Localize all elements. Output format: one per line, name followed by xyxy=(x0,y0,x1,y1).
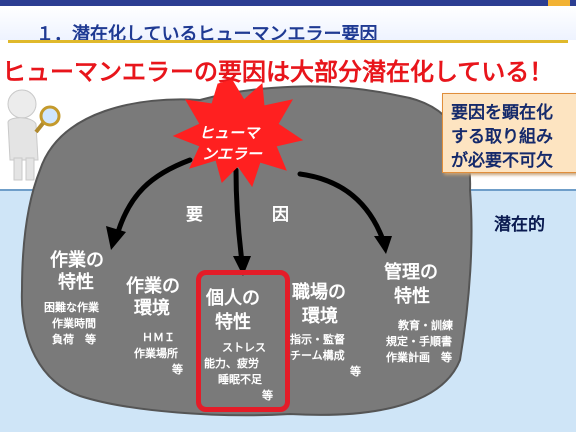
title-rule xyxy=(8,40,568,43)
category-work-title-2: 特性 xyxy=(58,272,94,293)
category-work-title-1: 作業の xyxy=(50,250,104,271)
category-personal-detail-4: 等 xyxy=(262,389,273,402)
category-mgmt-detail-2: 規定・手順書 xyxy=(386,335,452,348)
category-mgmt-title-1: 管理の xyxy=(384,262,438,283)
error-star xyxy=(172,79,304,188)
category-workplace-title-1: 職場の xyxy=(292,282,346,303)
category-personal-title-2: 特性 xyxy=(215,312,251,333)
hidden-label: 潜在的 xyxy=(494,215,545,235)
category-personal-detail-1: ストレス xyxy=(222,341,266,354)
callout-box: 要因を顕在化 する取り組み が必要不可欠 xyxy=(442,93,576,173)
star-label-line2: ンエラー xyxy=(202,145,263,163)
star-label-line1: ヒューマ xyxy=(199,124,260,142)
category-env-title-2: 環境 xyxy=(134,298,170,319)
category-workplace-title-2: 環境 xyxy=(302,306,338,327)
category-mgmt-detail-1: 教育・訓練 xyxy=(398,319,453,332)
top-strip xyxy=(0,0,576,6)
callout-line-2: する取り組み xyxy=(451,127,553,147)
category-work-detail-1: 困難な作業 xyxy=(44,301,99,314)
arrow-right xyxy=(297,171,386,243)
arrow-center xyxy=(233,167,245,265)
category-personal-title-1: 個人の xyxy=(206,288,260,309)
category-workplace-detail-3: 等 xyxy=(350,365,361,378)
callout-line-1: 要因を顕在化 xyxy=(451,103,553,123)
slide-header: １．潜在化しているヒューマンエラー要因 xyxy=(0,6,576,45)
category-mgmt-detail-3: 作業計画 等 xyxy=(386,351,452,364)
category-workplace-detail-2: チーム構成 xyxy=(290,349,345,362)
category-personal-detail-3: 睡眠不足 xyxy=(218,373,262,386)
arrow-left xyxy=(115,157,193,235)
personal-highlight-box xyxy=(196,270,290,412)
category-env-detail-3: 等 xyxy=(172,363,183,376)
category-work-detail-2: 作業時間 xyxy=(52,317,96,330)
callout-line-3: が必要不可欠 xyxy=(451,151,553,171)
factor-char-1: 要 xyxy=(186,205,203,225)
factor-arrows xyxy=(115,157,386,265)
factor-char-2: 因 xyxy=(272,205,289,225)
category-env-detail-2: 作業場所 xyxy=(134,347,178,360)
category-workplace-detail-1: 指示・監督 xyxy=(290,333,345,346)
category-mgmt-title-2: 特性 xyxy=(394,286,430,307)
logo-mark xyxy=(548,0,570,6)
category-work-detail-3: 負荷 等 xyxy=(52,333,96,346)
category-env-detail-1: ＨＭＩ xyxy=(142,331,175,344)
headline: ヒューマンエラーの要因は大部分潜在化している！ xyxy=(2,58,554,86)
category-personal-detail-2: 能力、疲労 xyxy=(204,357,259,370)
category-env-title-1: 作業の xyxy=(126,276,180,297)
magnifier-person-icon xyxy=(7,89,61,181)
slide-title: １．潜在化しているヒューマンエラー要因 xyxy=(36,24,378,45)
arrow-heads xyxy=(106,226,392,276)
